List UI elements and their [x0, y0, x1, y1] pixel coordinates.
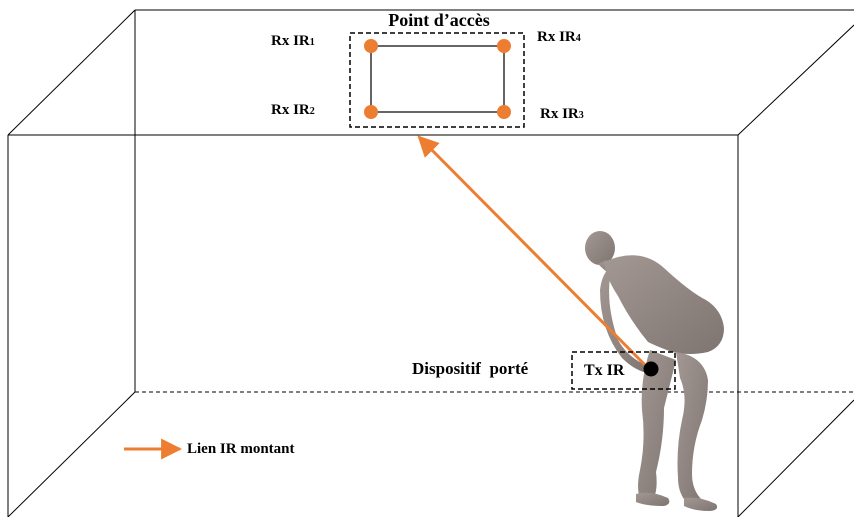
figure-left-foot: [636, 492, 670, 506]
ir-uplink-arrow: [417, 135, 650, 370]
rx-ir-3-label: Rx IR3: [540, 106, 584, 122]
rx-ir-4-dot: [497, 39, 511, 53]
figure-torso: [604, 255, 724, 354]
tx-ir-dot: [643, 361, 659, 377]
figure-right-leg: [676, 352, 708, 504]
floor-right-diagonal: [737, 399, 854, 517]
ceiling-left-diagonal: [7, 9, 136, 136]
ceiling-right-diagonal: [737, 24, 854, 136]
figure-arm: [600, 266, 652, 374]
legend: Lien IR montant: [124, 438, 295, 460]
rx-ir-2-label: Rx IR2: [271, 102, 315, 118]
wearable-device-dashed-box: [571, 351, 676, 390]
receiver-array-rectangle: [370, 45, 505, 113]
rx-ir-1-label: Rx IR1: [271, 33, 315, 49]
access-point-dashed-box: [349, 32, 525, 128]
rx-ir-2-dot: [364, 105, 378, 119]
human-figure: [585, 231, 724, 511]
tx-ir-label: Tx IR: [584, 362, 625, 379]
rx-ir-1-dot: [364, 39, 378, 53]
access-point-title: Point d’accès: [388, 10, 489, 30]
rx-ir-3-dot: [497, 105, 511, 119]
room-wireframe: [7, 9, 854, 517]
rx-ir-4-label: Rx IR4: [537, 29, 581, 45]
figure-head: [585, 231, 615, 265]
floor-left-diagonal: [7, 391, 136, 517]
figure-left-leg: [638, 350, 676, 498]
wearable-device: Dispositif porté Tx IR: [412, 351, 676, 390]
figure-right-foot: [684, 497, 718, 511]
legend-label: Lien IR montant: [187, 441, 295, 457]
wearable-device-label: Dispositif porté: [412, 359, 529, 378]
access-point: Point d’accès Rx IR1 Rx IR2 Rx IR3 Rx IR…: [271, 10, 584, 128]
